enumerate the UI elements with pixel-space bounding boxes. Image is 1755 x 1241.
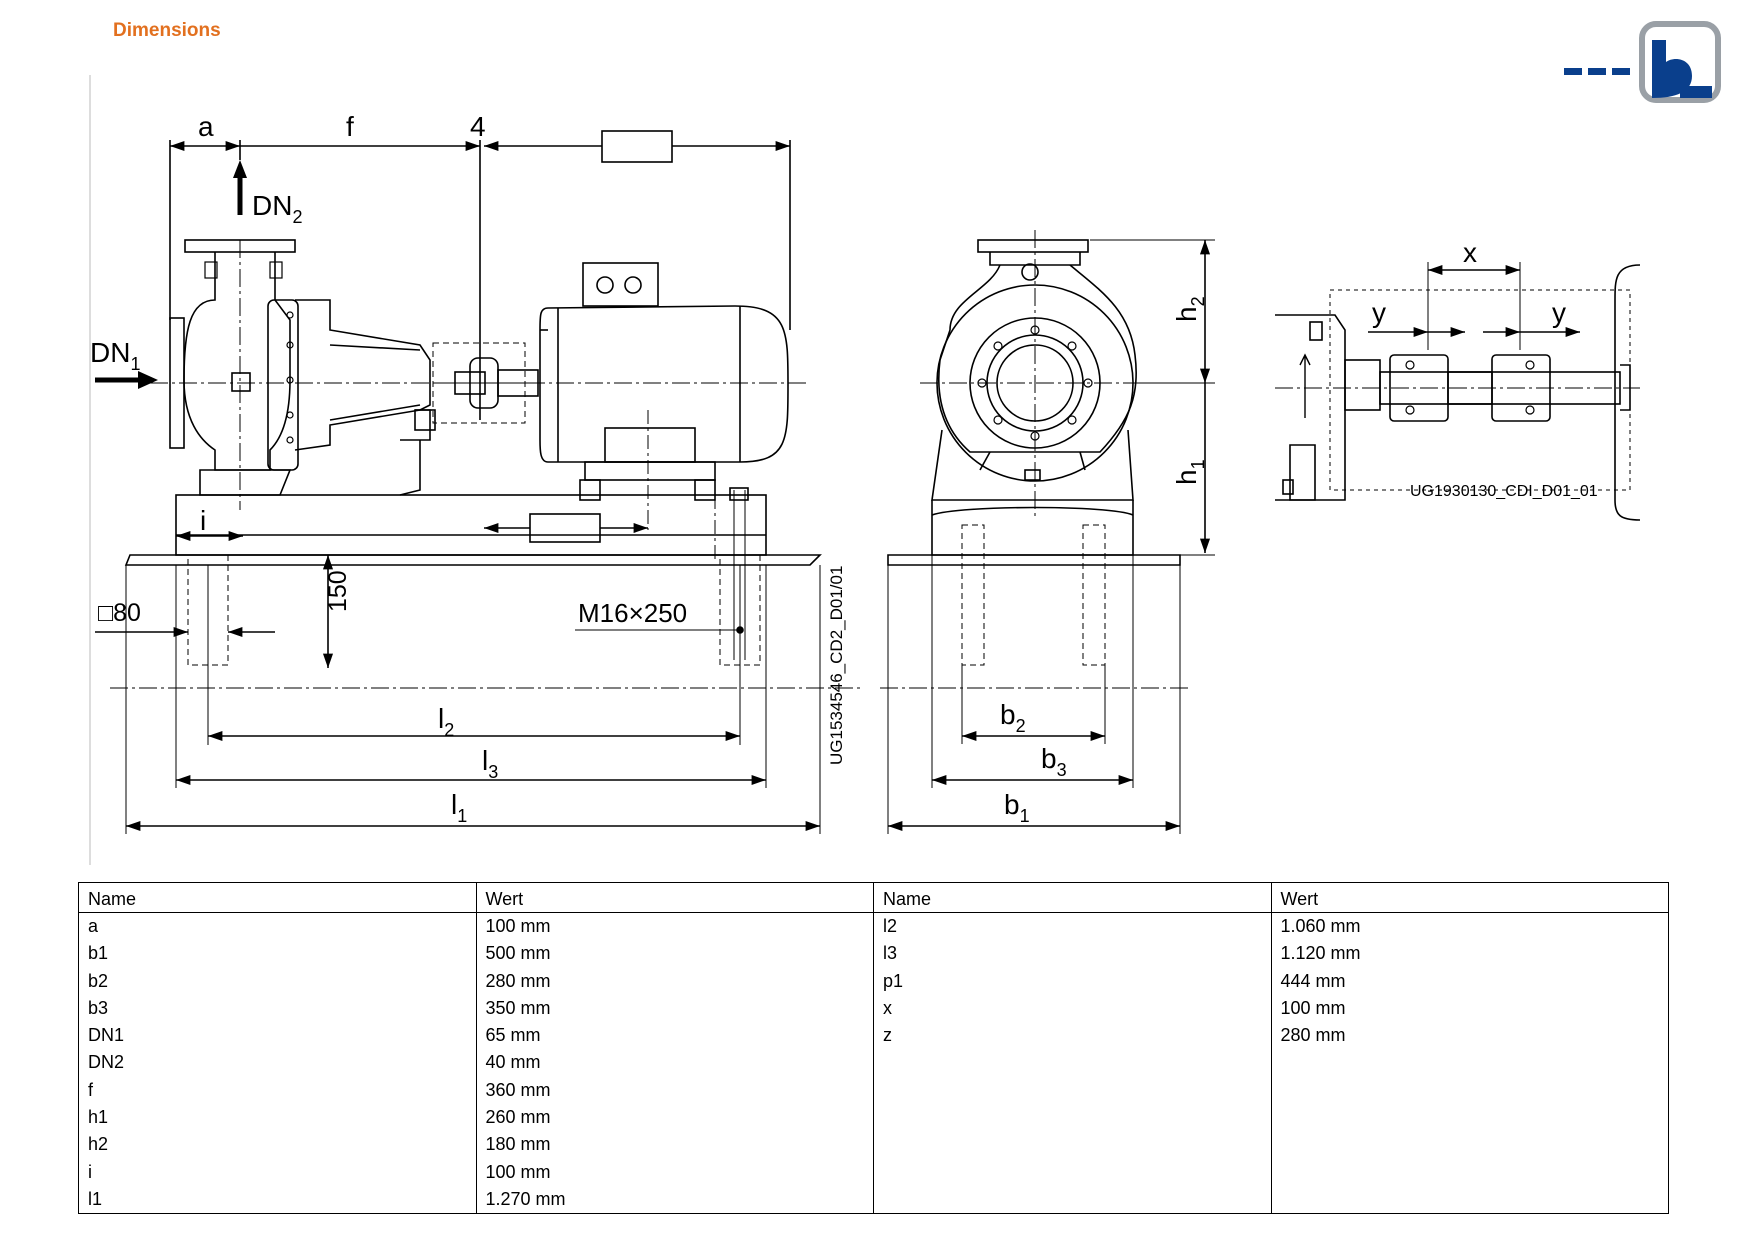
label-dn1: DN1 [90,337,140,374]
label-l2: l2 [438,703,454,740]
cell-empty [1270,1076,1669,1105]
cell-value: 1.120 mm [1270,940,1669,968]
cell-name: z [873,1022,1271,1050]
table-row: b3 350 mm x 100 mm [78,994,1669,1023]
cell-name: b1 [78,940,476,968]
cell-value: 444 mm [1270,967,1669,995]
header-value-right: Wert [1270,882,1669,913]
label-bolt: M16×250 [578,598,687,628]
header-name-left: Name [78,882,476,913]
cell-empty [873,1158,1271,1186]
header-value-left: Wert [475,882,874,913]
cell-value: 65 mm [475,1022,874,1050]
label-4: 4 [470,111,486,142]
cell-value: 1.270 mm [475,1185,874,1214]
cell-value: 260 mm [475,1104,874,1132]
label-b1: b1 [1004,789,1030,826]
table-row: a 100 mm l2 1.060 mm [78,912,1669,941]
header-name-right: Name [873,882,1271,913]
cell-name: a [78,912,476,941]
cell-empty [1270,1104,1669,1132]
cell-name: l2 [873,912,1271,941]
cell-value: 500 mm [475,940,874,968]
label-a: a [198,111,214,142]
cell-empty [873,1049,1271,1077]
front-view [880,230,1215,834]
table-row: l1 1.270 mm [78,1185,1669,1214]
cell-empty [1270,1185,1669,1214]
cell-value: 40 mm [475,1049,874,1077]
label-b3: b3 [1041,743,1067,780]
cell-value: 180 mm [475,1131,874,1159]
table-row: b2 280 mm p1 444 mm [78,967,1669,995]
cell-name: b3 [78,994,476,1023]
cell-empty [1270,1131,1669,1159]
cell-name: DN1 [78,1022,476,1050]
dimension-drawing: a f 4 DN2 DN1 i □80 150 M16×250 l2 l3 l1… [89,75,1641,865]
cell-name: i [78,1158,476,1186]
label-i: i [200,505,206,536]
drawing-id-coupling: UG1930130_CDI_D01_01 [1410,483,1598,500]
page-title: Dimensions [113,20,221,41]
cell-name: h1 [78,1104,476,1132]
cell-value: 280 mm [1270,1022,1669,1050]
cell-value: 100 mm [1270,994,1669,1023]
table-header-row: Name Wert Name Wert [78,882,1669,913]
cell-empty [873,1076,1271,1105]
cell-name: f [78,1076,476,1105]
cell-empty [873,1104,1271,1132]
coupling-view-labels: x y y UG1930130_CDI_D01_01 [1372,237,1598,500]
cell-value: 350 mm [475,994,874,1023]
cell-value: 100 mm [475,1158,874,1186]
front-view-labels: h2 h1 b2 b3 b1 [1000,296,1208,826]
table-row: f 360 mm [78,1076,1669,1105]
label-l1: l1 [451,789,467,826]
ksb-logo [1564,21,1721,103]
table-row: b1 500 mm l3 1.120 mm [78,940,1669,968]
cell-name: l3 [873,940,1271,968]
cell-value: 280 mm [475,967,874,995]
cell-value: 360 mm [475,1076,874,1105]
table-row: i 100 mm [78,1158,1669,1186]
table-row: h1 260 mm [78,1104,1669,1132]
label-y-left: y [1372,297,1386,328]
label-150: 150 [324,570,352,612]
cell-name: b2 [78,967,476,995]
table-row: DN1 65 mm z 280 mm [78,1022,1669,1050]
cell-name: l1 [78,1185,476,1214]
drawing-id-side: UG1534546_CD2_D01/01 [827,566,846,765]
label-square-80: □80 [98,599,141,627]
cell-empty [1270,1049,1669,1077]
label-x: x [1463,237,1477,268]
cell-name: p1 [873,967,1271,995]
cell-name: DN2 [78,1049,476,1077]
cell-value: 100 mm [475,912,874,941]
cell-value: 1.060 mm [1270,912,1669,941]
label-h1: h1 [1171,459,1208,485]
coupling-view [1275,262,1641,521]
label-f: f [346,111,354,142]
table-row: DN2 40 mm [78,1049,1669,1077]
label-dn2: DN2 [252,190,302,227]
cell-empty [873,1185,1271,1214]
label-b2: b2 [1000,699,1026,736]
cell-empty [1270,1158,1669,1186]
cell-empty [873,1131,1271,1159]
side-view [95,130,860,834]
dimensions-table: Name Wert Name Wert a 100 mm l2 1.060 mm… [78,882,1669,1215]
label-y-right: y [1552,297,1566,328]
label-h2: h2 [1171,296,1208,322]
table-row: h2 180 mm [78,1131,1669,1159]
label-l3: l3 [482,745,498,782]
cell-name: x [873,994,1271,1023]
side-view-labels: a f 4 DN2 DN1 i □80 150 M16×250 l2 l3 l1… [90,111,846,826]
cell-name: h2 [78,1131,476,1159]
